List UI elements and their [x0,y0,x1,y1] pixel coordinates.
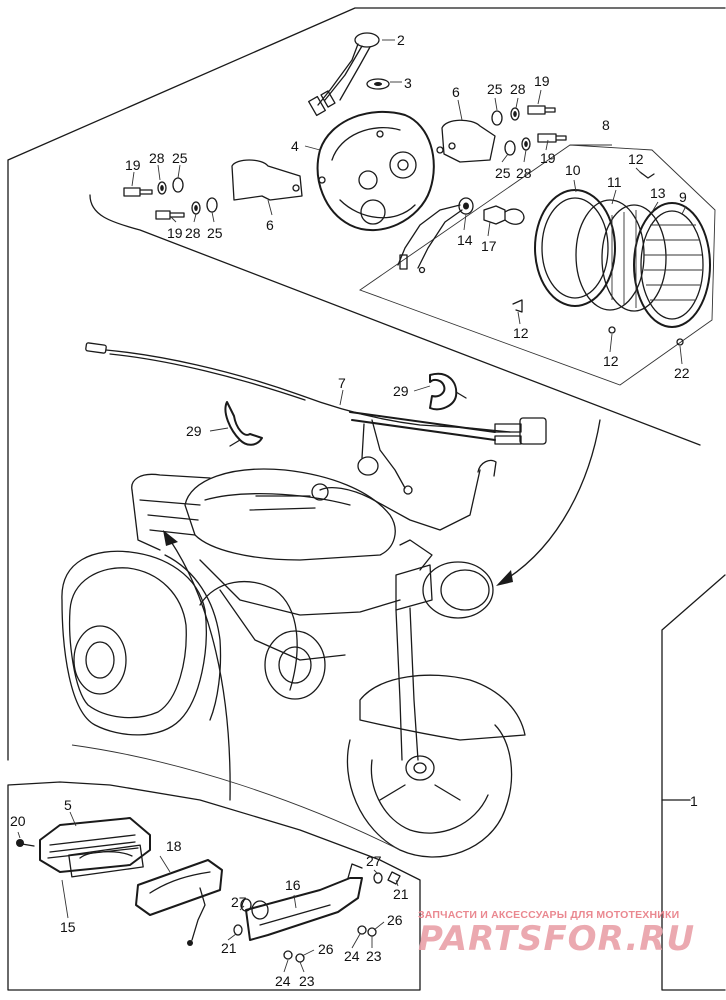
callout-12-top: 12 [628,151,644,167]
callout-21-a: 21 [221,940,237,956]
headlight-bracket-left [231,159,303,201]
callout-11: 11 [607,174,622,190]
callout-15: 15 [60,919,76,935]
callout-27-b: 27 [366,853,382,869]
callout-2: 2 [397,32,405,48]
callout-28-b: 28 [185,225,201,241]
callout-26-a: 26 [318,941,334,957]
cable-clamp-right [429,372,467,411]
callout-29-b: 29 [393,383,409,399]
tail-light-bracket-part [245,863,363,941]
callout-29-a: 29 [186,423,202,439]
callout-7: 7 [338,375,346,391]
arrow-to-headlight [504,419,601,581]
speedometer-cable-part [85,342,547,495]
callout-12-mid: 12 [513,325,529,341]
callout-5: 5 [64,797,72,813]
screw-20-part [16,839,35,847]
callout-25-c: 25 [487,81,503,97]
callout-8: 8 [602,117,610,133]
arrow-to-rear-light [169,539,231,801]
callout-4: 4 [291,138,299,154]
callout-16: 16 [285,877,301,893]
callout-9: 9 [679,189,687,205]
atv-outline-drawing [61,459,526,858]
callout-28-c: 28 [510,81,526,97]
callout-25-b: 25 [207,225,223,241]
callout-27-a: 27 [231,894,247,910]
wire-clip-part [366,78,390,90]
pilot-lamp-part [308,32,380,117]
callout-22: 22 [674,365,690,381]
rear-light-group-boundary [7,781,421,991]
callout-1: 1 [690,793,698,809]
callout-24-a: 24 [275,973,291,989]
callout-19-b: 19 [167,225,183,241]
tail-lens-part [135,859,223,946]
callout-18: 18 [166,838,182,854]
leader-line-5 [69,811,77,827]
callout-14: 14 [457,232,473,248]
leader-line-6b [457,99,463,121]
callout-20: 20 [10,813,26,829]
bolt-washer-set-upper-right [491,105,567,156]
arrow-head-rear-light [163,530,178,546]
callout-23-a: 23 [299,973,315,989]
headlight-bracket-right [441,119,496,163]
callout-10: 10 [565,162,581,178]
callout-24-b: 24 [344,948,360,964]
leader-line-6a [267,199,273,216]
headlight-lens-assembly [534,189,711,346]
hardware-set-lower [233,871,401,963]
watermark-logo: PARTSFOR.RU [418,919,695,959]
leader-line-7 [339,389,344,406]
callout-13: 13 [650,185,666,201]
leader-line-4 [304,145,321,151]
callout-19-a: 19 [125,157,141,173]
tail-light-housing-part [39,817,151,878]
watermark-tagline: ЗАПЧАСТИ И АКСЕССУАРЫ ДЛЯ МОТОТЕХНИКИ [418,909,679,921]
callout-26-b: 26 [387,912,403,928]
callout-19-d: 19 [540,150,556,166]
callout-25-d: 25 [495,165,511,181]
callout-3: 3 [404,75,412,91]
rear-subframe-line [71,744,401,851]
headlight-socket-and-wires [397,197,525,274]
callout-28-d: 28 [516,165,532,181]
callout-23-b: 23 [366,948,382,964]
callout-6-right: 6 [452,84,460,100]
callout-leaders [17,89,687,973]
callout-19-c: 19 [534,73,550,89]
callout-6-left: 6 [266,217,274,233]
callout-28-a: 28 [149,150,165,166]
arrow-head-headlight [496,570,513,586]
cable-clamp-left [224,401,263,447]
leader-line-16 [293,894,297,909]
headlight-case-part [316,110,444,231]
spring-clip-parts [512,171,655,313]
callout-12-bottom: 12 [603,353,619,369]
callout-17: 17 [481,238,497,254]
headlight-group-boundary [89,194,701,446]
outer-frame-border [7,7,726,991]
callout-21-b: 21 [393,886,409,902]
callout-25-a: 25 [172,150,188,166]
leader-line-18 [159,855,171,873]
